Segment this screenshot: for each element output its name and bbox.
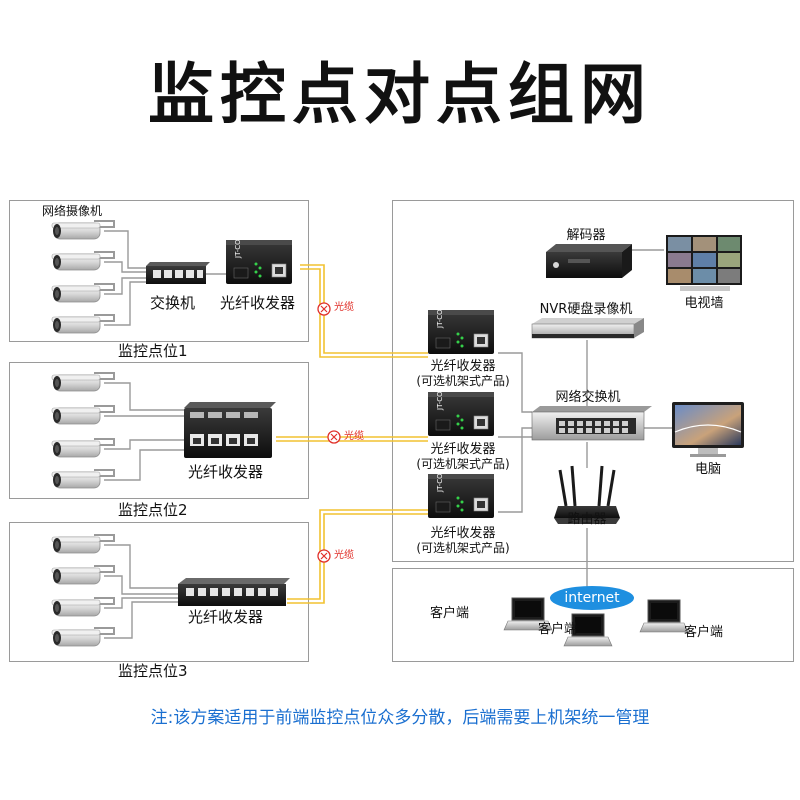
nvr-icon <box>531 318 644 339</box>
laptop-icon <box>639 599 689 633</box>
internet-label: internet <box>564 590 620 606</box>
router-icon <box>554 465 620 524</box>
center-transceiver-label: 光纤收发器 <box>430 526 496 541</box>
camera-icon <box>51 283 115 303</box>
internet-cloud-icon <box>550 586 634 610</box>
center-transceiver-sub: (可选机架式产品) <box>416 457 510 471</box>
switch-label: 交换机 <box>150 294 196 312</box>
decoder-label: 解码器 <box>566 228 606 243</box>
fiber-transceiver-switch-icon <box>178 578 290 606</box>
camera-icon <box>51 251 115 271</box>
page-title: 监控点对点组网 <box>148 56 652 133</box>
fiber-icon <box>317 302 331 316</box>
transceiver-label: 光纤收发器 <box>188 463 264 481</box>
center-transceiver-label: 光纤收发器 <box>430 359 496 374</box>
camera-icon <box>51 469 115 489</box>
router-label: 路由器 <box>567 512 607 527</box>
client-label: 客户端 <box>430 606 470 621</box>
network-switch-icon <box>531 406 652 441</box>
pc-label: 电脑 <box>694 462 721 477</box>
nvr-label: NVR硬盘录像机 <box>539 302 633 317</box>
camera-group-label: 网络摄像机 <box>42 204 103 218</box>
site-3-label: 监控点位3 <box>118 662 188 680</box>
site-1-label: 监控点位1 <box>118 342 188 360</box>
fiber-transceiver-icon <box>427 302 495 355</box>
fiber-transceiver-icon <box>427 466 495 519</box>
center-transceiver-sub: (可选机架式产品) <box>416 541 510 555</box>
center-transceiver-sub: (可选机架式产品) <box>416 374 510 388</box>
fiber-icon <box>317 549 331 563</box>
camera-icon <box>51 405 115 425</box>
camera-icon <box>51 627 115 647</box>
fiber-transceiver-icon <box>225 232 293 285</box>
camera-icon <box>51 597 115 617</box>
fiber-icon <box>327 430 341 444</box>
tv-wall-icon <box>666 235 742 291</box>
switch-icon <box>146 262 210 284</box>
camera-icon <box>51 372 115 392</box>
camera-icon <box>51 565 115 585</box>
fiber-label: 光缆 <box>334 550 354 561</box>
transceiver-label: 光纤收发器 <box>188 608 264 626</box>
client-label: 客户端 <box>684 625 724 640</box>
tv-wall-label: 电视墙 <box>684 296 724 311</box>
transceiver-label: 光纤收发器 <box>220 294 296 312</box>
pc-monitor-icon <box>672 402 744 457</box>
fiber-transceiver-icon <box>427 384 495 437</box>
camera-icon <box>51 438 115 458</box>
camera-icon <box>51 534 115 554</box>
camera-icon <box>51 314 115 334</box>
fiber-label: 光缆 <box>334 302 354 313</box>
site-2-label: 监控点位2 <box>118 501 188 519</box>
fiber-label: 光缆 <box>344 431 364 442</box>
client-label: 客户端 <box>538 622 578 637</box>
network-switch-label: 网络交换机 <box>555 390 621 405</box>
footnote: 注:该方案适用于前端监控点位众多分散，后端需要上机架统一管理 <box>150 708 650 728</box>
fiber-transceiver-switch-icon <box>184 402 276 458</box>
camera-icon <box>51 220 115 240</box>
center-transceiver-label: 光纤收发器 <box>430 442 496 457</box>
decoder-icon <box>546 244 632 278</box>
